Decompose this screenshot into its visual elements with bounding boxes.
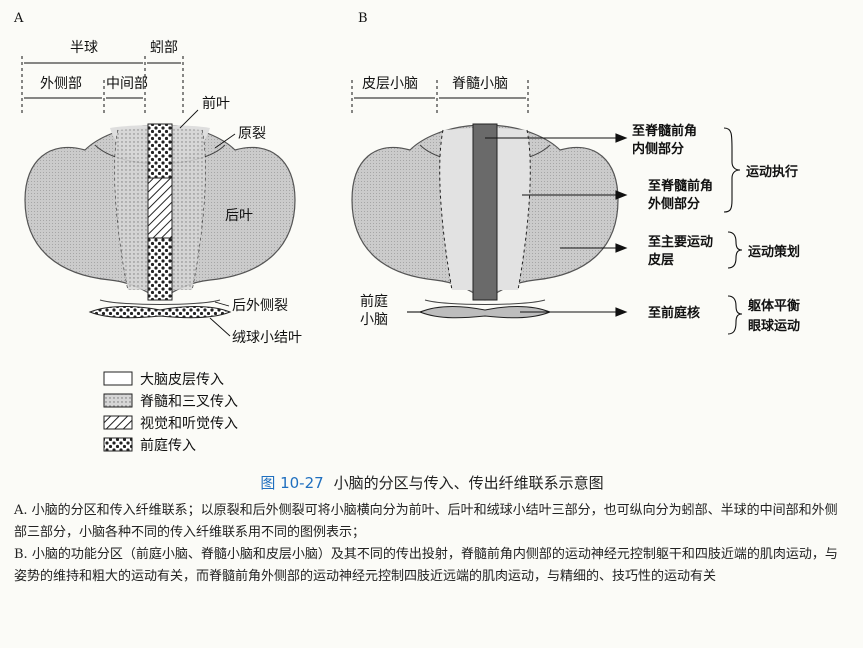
legend-swatch-dots-coarse — [103, 437, 133, 452]
panel-a-leaders — [179, 109, 236, 337]
label-vermis: 蚓部 — [150, 40, 178, 56]
figure-number: 图 10-27 — [260, 474, 324, 492]
label-primary-fissure: 原裂 — [238, 126, 266, 142]
output-2-line1: 至主要运动 — [648, 234, 713, 250]
cerebellum-figure: A 半球 蚓部 外侧部 中间部 前叶 原裂 后叶 后外侧裂 — [13, 11, 800, 454]
figure-title: 小脑的分区与传入、传出纤维联系示意图 — [333, 474, 604, 492]
legend-label-2: 视觉和听觉传入 — [140, 416, 238, 432]
panel-b-dimension-lines — [351, 80, 529, 115]
cerebellum-b — [351, 123, 619, 319]
legend-swatch-hatch — [103, 415, 133, 430]
legend-label-1: 脊髓和三叉传入 — [140, 394, 238, 410]
output-1-line2: 外侧部分 — [647, 196, 700, 212]
panel-a-letter: A — [13, 11, 24, 26]
output-1-line1: 至脊髓前角 — [648, 178, 713, 194]
label-vestibulo-2: 小脑 — [360, 312, 388, 328]
caption-paragraph-b: B. 小脑的功能分区（前庭小脑、脊髓小脑和皮层小脑）及其不同的传出投射，脊髓前角… — [14, 547, 838, 584]
label-posterior-lobe: 后叶 — [225, 208, 253, 224]
label-posterolateral-fissure: 后外侧裂 — [232, 298, 288, 314]
legend-label-0: 大脑皮层传入 — [140, 372, 224, 388]
caption-title: 图 10-27 小脑的分区与传入、传出纤维联系示意图 — [14, 472, 850, 493]
figure-caption: 图 10-27 小脑的分区与传入、传出纤维联系示意图 A. 小脑的分区和传入纤维联… — [14, 472, 850, 588]
label-flocculonodular-lobe: 绒球小结叶 — [232, 330, 302, 346]
panel-b-braces — [723, 127, 743, 335]
panel-b-arrows — [407, 133, 628, 317]
legend-swatch-blank — [103, 371, 133, 386]
output-0-line1: 至脊髓前角 — [632, 123, 697, 139]
caption-paragraph-a: A. 小脑的分区和传入纤维联系；以原裂和后外侧裂可将小脑横向分为前叶、后叶和绒球… — [14, 503, 838, 540]
legend: 大脑皮层传入 脊髓和三叉传入 视觉和听觉传入 前庭传入 — [103, 371, 238, 454]
label-intermediate: 中间部 — [106, 76, 148, 92]
label-spinocerebellum: 脊髓小脑 — [452, 76, 508, 92]
panel-a-dimension-lines — [21, 56, 184, 115]
label-hemisphere: 半球 — [70, 40, 98, 56]
function-2-line2: 眼球运动 — [748, 318, 800, 334]
flocculonodular-a — [88, 306, 232, 319]
panel-b-letter: B — [358, 11, 368, 26]
vermis-b — [472, 123, 498, 301]
label-cerebrocerebellum: 皮层小脑 — [362, 76, 418, 92]
function-1: 运动策划 — [748, 244, 800, 260]
label-lateral: 外侧部 — [40, 76, 82, 92]
function-2-line1: 躯体平衡 — [747, 298, 800, 314]
legend-label-3: 前庭传入 — [140, 437, 196, 454]
legend-swatch-dots-fine — [103, 393, 133, 408]
output-3-line1: 至前庭核 — [648, 305, 700, 321]
label-vestibulo-1: 前庭 — [360, 293, 388, 310]
function-0: 运动执行 — [746, 164, 798, 180]
output-2-line2: 皮层 — [647, 252, 674, 268]
figure-canvas: A 半球 蚓部 外侧部 中间部 前叶 原裂 后叶 后外侧裂 — [13, 11, 800, 454]
cerebellum-a — [24, 123, 296, 319]
label-anterior-lobe: 前叶 — [202, 95, 230, 112]
output-0-line2: 内侧部分 — [632, 141, 684, 157]
